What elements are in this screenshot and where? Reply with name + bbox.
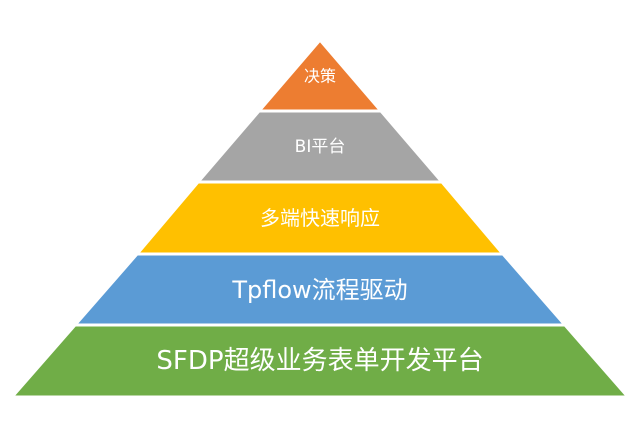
layer-label-decision: 决策 bbox=[304, 67, 336, 86]
layer-label-workflow: Tpflow流程驱动 bbox=[231, 276, 407, 304]
pyramid-layer-form-platform bbox=[8, 323, 632, 399]
layer-label-bi-platform: BI平台 bbox=[295, 137, 346, 157]
layer-label-form-platform: SFDP超级业务表单开发平台 bbox=[156, 346, 483, 376]
layer-label-multi-terminal: 多端快速响应 bbox=[260, 206, 380, 230]
